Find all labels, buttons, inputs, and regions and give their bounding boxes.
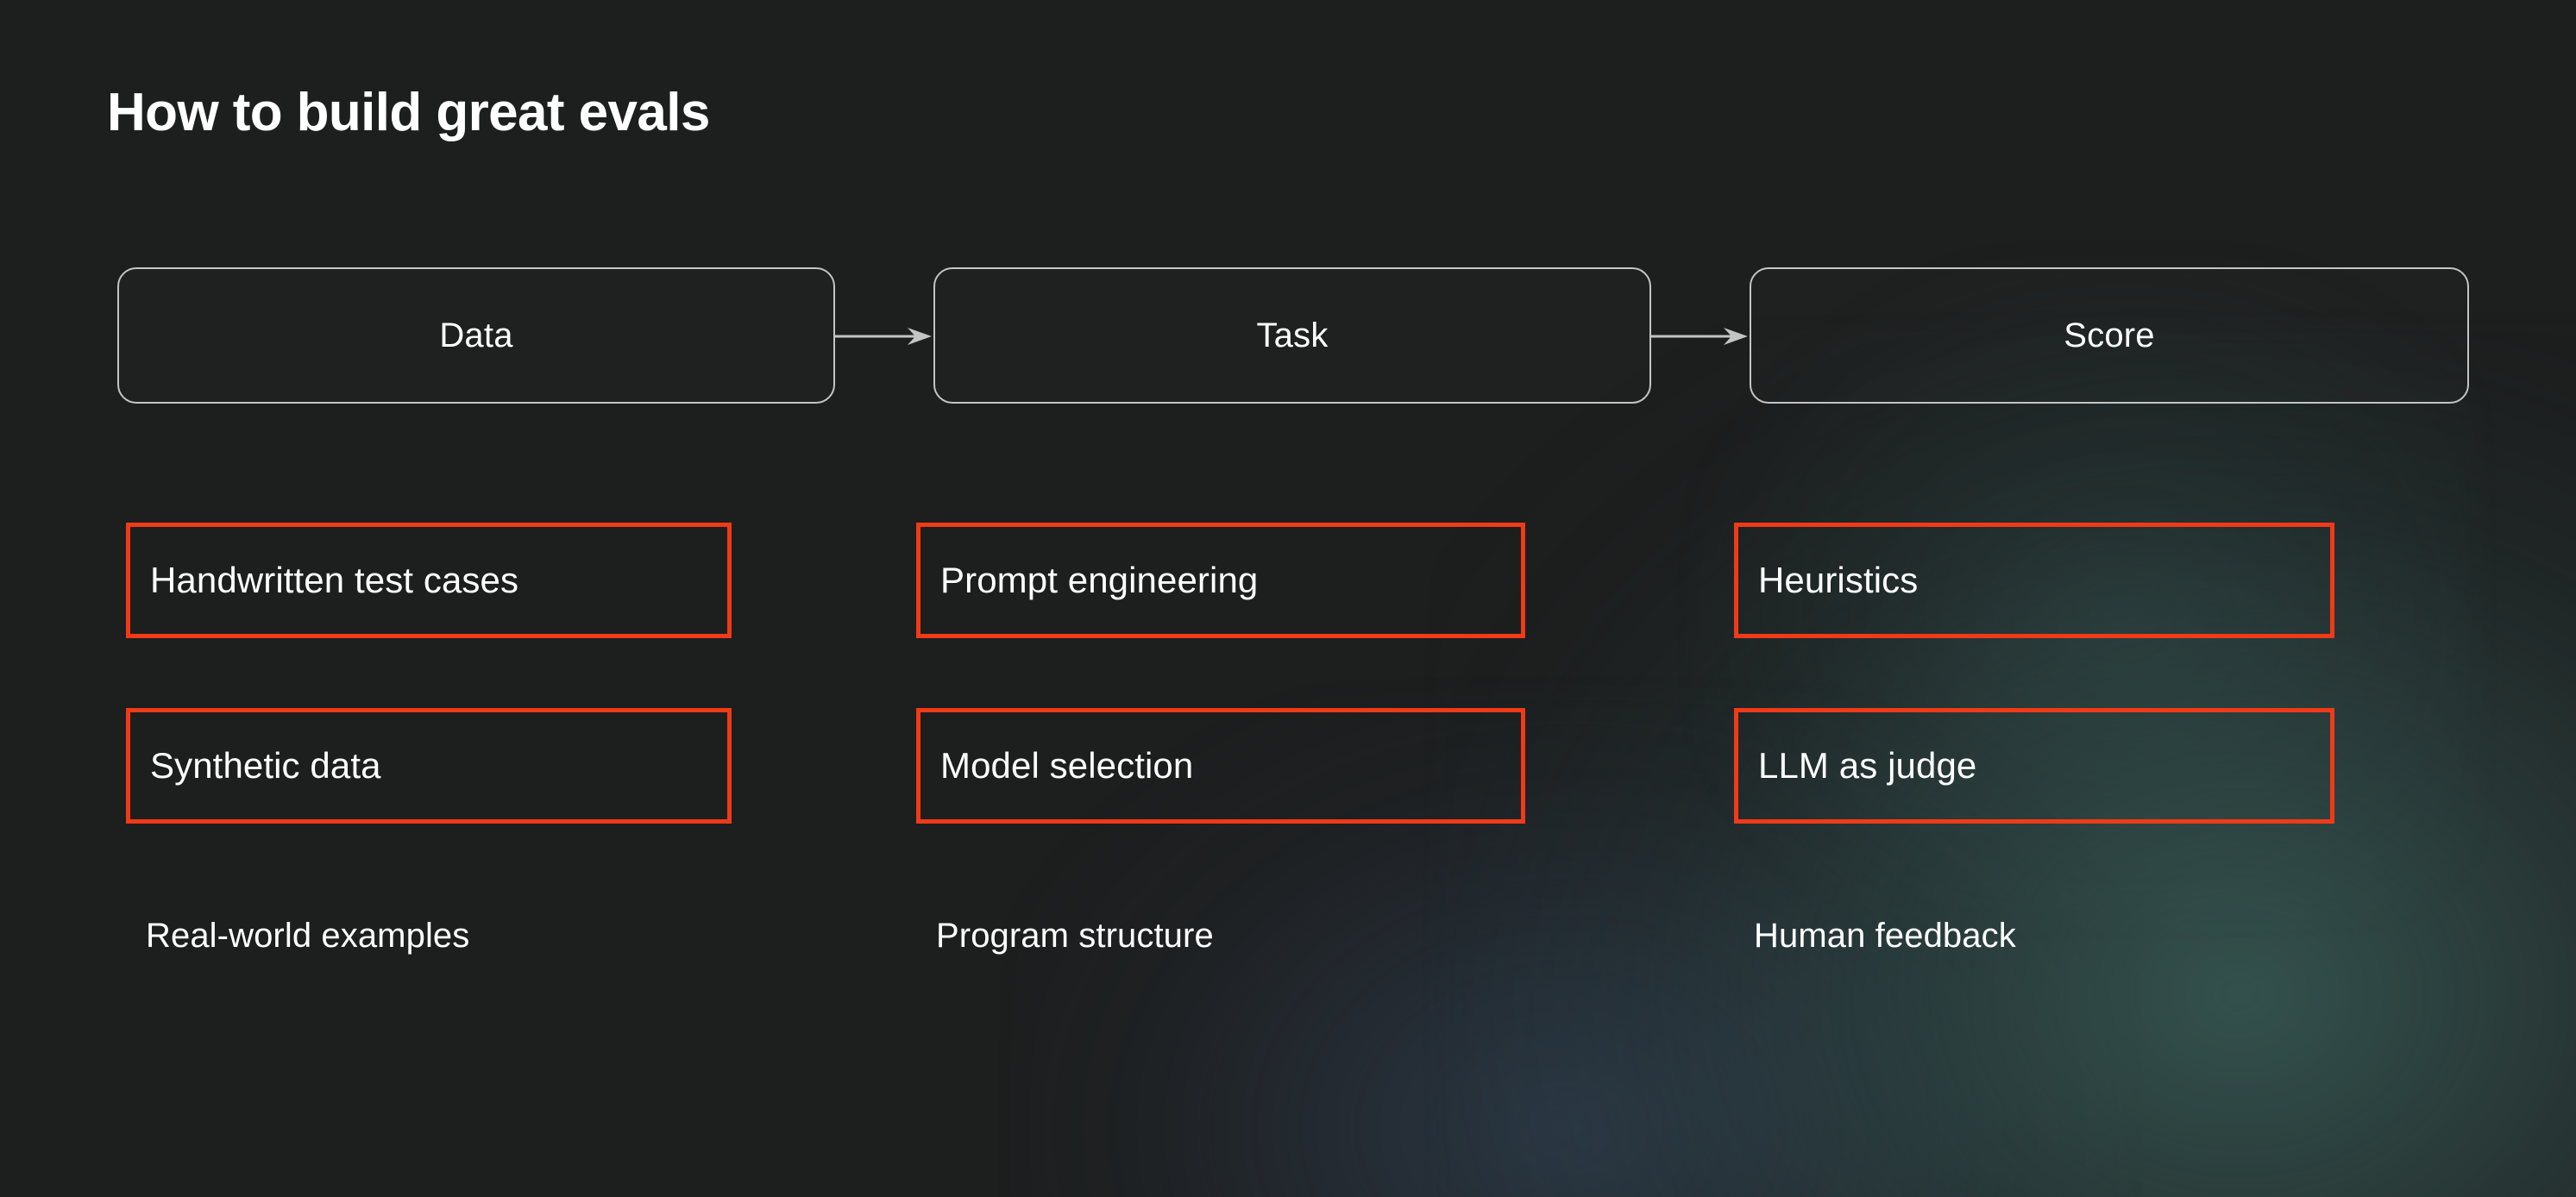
- item-label: Prompt engineering: [940, 560, 1259, 600]
- flow-step-data[interactable]: Data: [117, 267, 835, 404]
- pipeline-flow: Data Task Score: [0, 267, 2576, 404]
- arrow-right-icon: [835, 328, 933, 345]
- item-real-world-examples: Real-world examples: [146, 917, 470, 955]
- item-label: LLM as judge: [1758, 745, 1977, 786]
- item-label: Heuristics: [1758, 560, 1919, 600]
- item-human-feedback: Human feedback: [1754, 917, 2016, 955]
- item-llm-as-judge[interactable]: LLM as judge: [1734, 708, 2334, 824]
- item-label: Model selection: [940, 745, 1194, 786]
- item-prompt-engineering[interactable]: Prompt engineering: [916, 523, 1525, 638]
- arrow-right-icon-2: [1651, 328, 1750, 345]
- item-synthetic-data[interactable]: Synthetic data: [126, 708, 732, 824]
- item-label: Synthetic data: [150, 745, 381, 786]
- item-heuristics[interactable]: Heuristics: [1734, 523, 2334, 638]
- flow-step-score[interactable]: Score: [1750, 267, 2469, 404]
- item-handwritten-test-cases[interactable]: Handwritten test cases: [126, 523, 732, 638]
- item-model-selection[interactable]: Model selection: [916, 708, 1525, 824]
- flow-step-task-label: Task: [1256, 316, 1329, 354]
- page-title: How to build great evals: [107, 83, 710, 142]
- item-label: Handwritten test cases: [150, 560, 519, 600]
- flow-step-score-label: Score: [2064, 316, 2155, 354]
- item-program-structure: Program structure: [936, 917, 1214, 955]
- flow-step-task[interactable]: Task: [933, 267, 1651, 404]
- flow-step-data-label: Data: [439, 316, 513, 354]
